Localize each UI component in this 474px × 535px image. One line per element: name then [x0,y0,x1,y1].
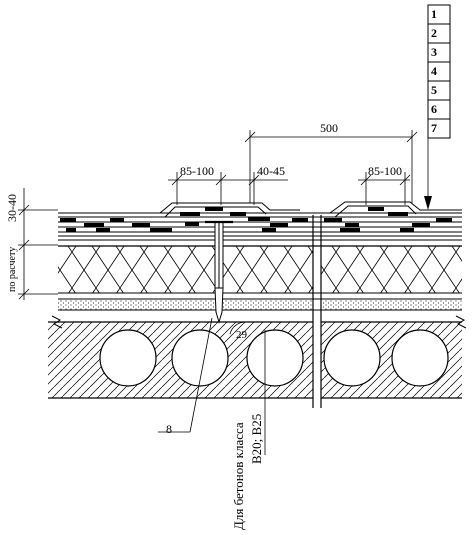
dimension-500: 500 [320,121,338,135]
concrete-class-note-line2: В20; В25 [249,413,264,464]
angle-29-label: 29 [236,329,247,341]
slab-core [323,329,381,387]
dimension-85-100-right: 85-100 [368,164,402,178]
dimension-po-raschetu: по расчету [7,246,18,292]
legend-number-3: 3 [431,45,437,59]
legend-number-4: 4 [431,64,437,78]
dimension-lines [18,130,418,300]
slab-core [171,329,229,387]
callout-8: 8 [166,422,172,436]
dimension-40-45: 40-45 [257,164,285,178]
insulation-layer [58,239,462,293]
slab-core [246,329,304,387]
legend-number-6: 6 [431,102,437,116]
legend-number-7: 7 [431,121,437,135]
legend-number-2: 2 [431,26,437,40]
legend-number-1: 1 [431,7,437,21]
hollow-core-slab [48,215,467,408]
concrete-class-note-line1: Для бетонов класса [231,422,246,530]
anchor-fastener [205,220,233,324]
dimension-30-40: 30-40 [5,194,19,222]
legend-number-5: 5 [431,83,437,97]
slab-core [391,329,449,387]
slab-core [99,329,157,387]
screed-layer [58,292,462,311]
legend-box [427,4,451,139]
roofing-membrane-layers [58,201,462,237]
dimension-85-100-left: 85-100 [180,164,214,178]
